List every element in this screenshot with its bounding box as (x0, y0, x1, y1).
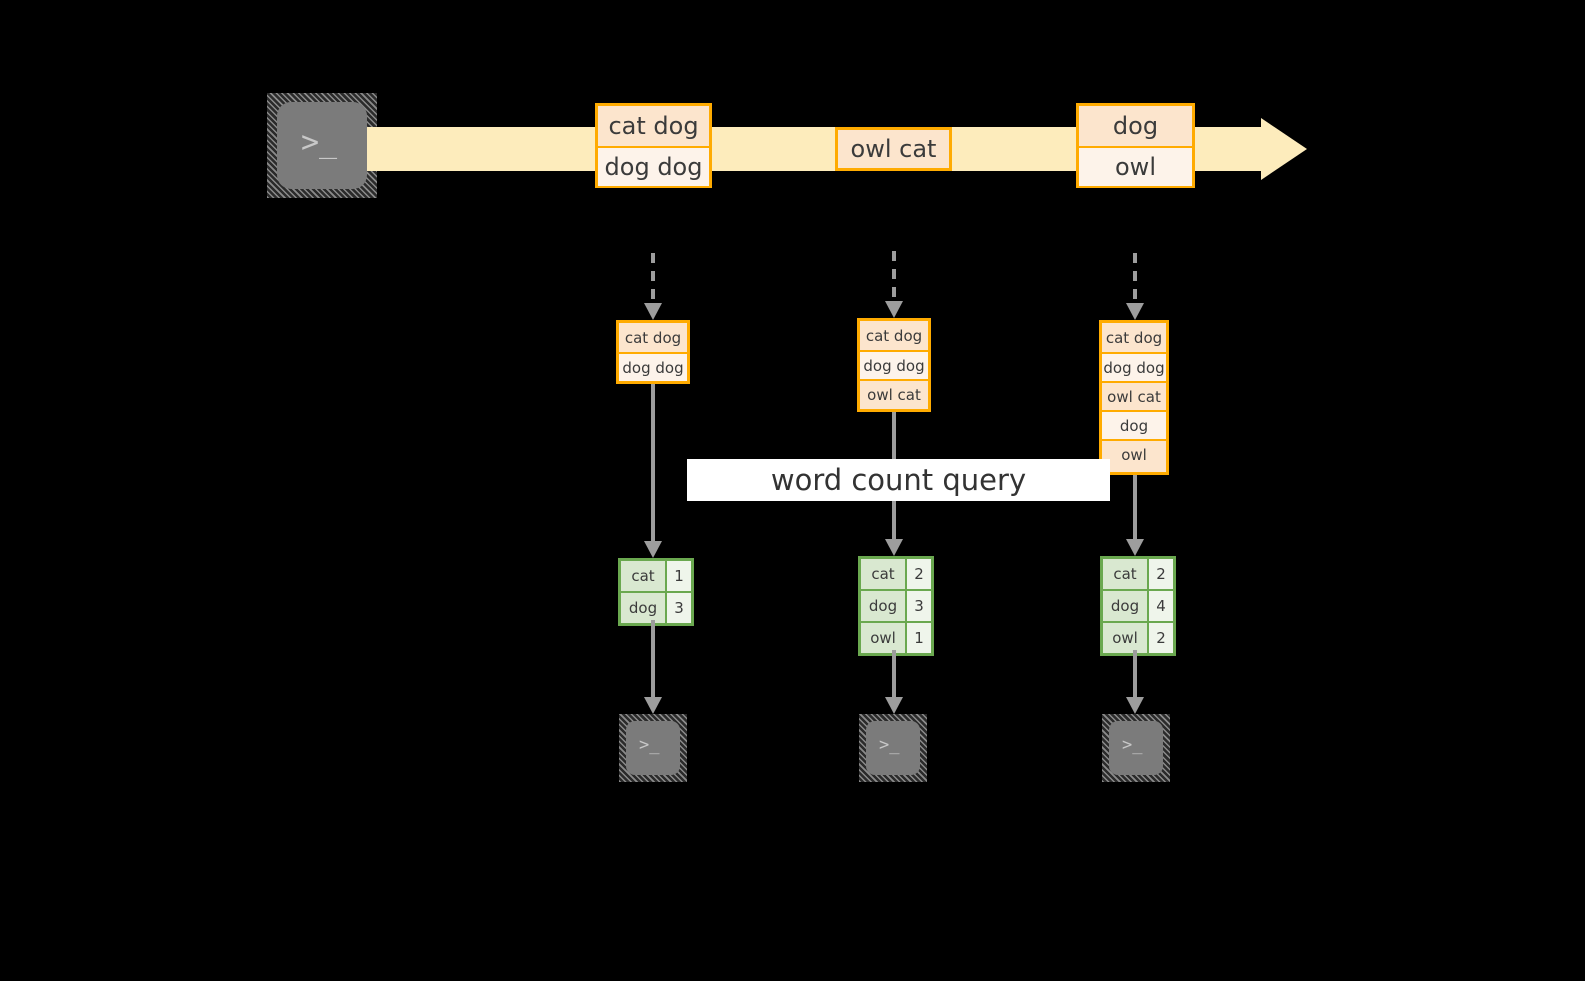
result-count: 3 (665, 593, 691, 623)
snapshot-row: dog dog (619, 352, 687, 381)
solid-arrow-icon (644, 384, 662, 558)
terminal-icon-sink: >_ (619, 714, 687, 782)
arrow-head (1126, 697, 1144, 714)
terminal-icon-sink: >_ (859, 714, 927, 782)
snapshot-row: cat dog (860, 321, 928, 350)
table-row: cat 2 (861, 559, 931, 589)
table-row: dog 3 (861, 589, 931, 621)
query-label: word count query (770, 463, 1027, 497)
terminal-icon-sink: >_ (1102, 714, 1170, 782)
query-label-band: word count query (687, 459, 1110, 501)
snapshot-row: owl cat (860, 379, 928, 408)
terminal-screen: >_ (626, 721, 680, 775)
snapshot-stack: cat dog dog dog owl cat dog owl (1099, 320, 1169, 475)
result-count: 1 (665, 561, 691, 591)
result-count: 3 (905, 591, 931, 621)
solid-arrow-icon (1126, 475, 1144, 556)
table-row: owl 2 (1103, 621, 1173, 653)
snapshot-row: cat dog (619, 323, 687, 352)
result-word: cat (861, 559, 905, 589)
arrow-head (644, 303, 662, 320)
result-word: dog (621, 593, 665, 623)
stream-event-line: dog dog (598, 146, 709, 186)
snapshot-row: dog dog (860, 350, 928, 379)
terminal-screen: >_ (1109, 721, 1163, 775)
arrow-head (1126, 303, 1144, 320)
arrow-shaft (1133, 650, 1137, 697)
snapshot-row: owl cat (1102, 381, 1166, 410)
table-row: cat 2 (1103, 559, 1173, 589)
dashed-arrow-icon (644, 253, 662, 320)
result-word: owl (861, 623, 905, 653)
result-table: cat 2 dog 3 owl 1 (858, 556, 934, 656)
stream-event-box: owl cat (835, 127, 952, 171)
snapshot-stack: cat dog dog dog owl cat (857, 318, 931, 412)
table-row: dog 3 (621, 591, 691, 623)
arrow-head (644, 697, 662, 714)
result-count: 2 (1147, 559, 1173, 589)
arrow-shaft (651, 253, 655, 303)
table-row: owl 1 (861, 621, 931, 653)
arrow-head (1126, 539, 1144, 556)
solid-arrow-icon (885, 650, 903, 714)
terminal-screen: >_ (866, 721, 920, 775)
stream-event-box: cat dog dog dog (595, 103, 712, 188)
result-word: dog (1103, 591, 1147, 621)
arrow-shaft (1133, 475, 1137, 539)
result-count: 2 (905, 559, 931, 589)
solid-arrow-icon (1126, 650, 1144, 714)
terminal-prompt-label: >_ (639, 735, 660, 755)
stream-event-box: dog owl (1076, 103, 1195, 188)
table-row: cat 1 (621, 561, 691, 591)
result-count: 2 (1147, 623, 1173, 653)
dashed-arrow-icon (1126, 253, 1144, 320)
table-row: dog 4 (1103, 589, 1173, 621)
snapshot-row: cat dog (1102, 323, 1166, 352)
arrow-shaft (651, 384, 655, 541)
terminal-prompt-label: >_ (879, 735, 900, 755)
result-table: cat 2 dog 4 owl 2 (1100, 556, 1176, 656)
result-word: dog (861, 591, 905, 621)
terminal-prompt-label: >_ (301, 125, 338, 160)
arrow-shaft (651, 620, 655, 697)
stream-event-line: owl (1079, 146, 1192, 186)
dashed-arrow-icon (885, 251, 903, 318)
result-word: cat (621, 561, 665, 591)
arrow-head (644, 541, 662, 558)
arrow-head (885, 539, 903, 556)
result-table: cat 1 dog 3 (618, 558, 694, 626)
snapshot-stack: cat dog dog dog (616, 320, 690, 384)
terminal-screen: >_ (277, 102, 367, 189)
stream-event-line: cat dog (598, 106, 709, 146)
terminal-prompt-label: >_ (1122, 735, 1143, 755)
result-count: 1 (905, 623, 931, 653)
snapshot-row: dog (1102, 410, 1166, 439)
arrow-head (885, 697, 903, 714)
snapshot-row: dog dog (1102, 352, 1166, 381)
terminal-icon-source: >_ (267, 93, 377, 198)
arrow-shaft (1133, 253, 1137, 303)
result-word: owl (1103, 623, 1147, 653)
stream-arrowhead (1261, 118, 1307, 180)
result-word: cat (1103, 559, 1147, 589)
result-count: 4 (1147, 591, 1173, 621)
solid-arrow-icon (644, 620, 662, 714)
arrow-shaft (892, 251, 896, 301)
stream-event-line: owl cat (838, 130, 949, 168)
snapshot-row: owl (1102, 439, 1166, 468)
stream-event-line: dog (1079, 106, 1192, 146)
arrow-head (885, 301, 903, 318)
arrow-shaft (892, 650, 896, 697)
